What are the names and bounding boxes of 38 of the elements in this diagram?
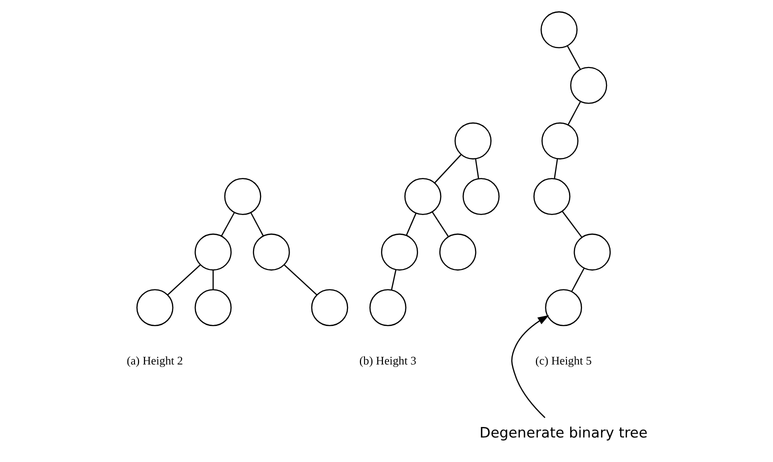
label: (b) Height 3 — [358, 354, 416, 368]
node-circle — [380, 234, 418, 271]
connector — [434, 154, 462, 184]
label: (a) Height 2 — [126, 354, 183, 368]
label: (c) Height 5 — [534, 354, 592, 368]
connector — [212, 270, 214, 290]
connector — [405, 213, 416, 236]
connector — [561, 210, 582, 238]
connector — [474, 158, 479, 179]
connector — [570, 268, 584, 292]
connector — [283, 264, 317, 296]
node-text: Degenerate binary tree — [479, 425, 648, 442]
node-circle — [454, 122, 492, 160]
node-circle — [573, 234, 610, 271]
node-circle — [252, 234, 290, 271]
connector — [250, 212, 264, 236]
node-circle — [194, 234, 232, 271]
node-circle — [224, 178, 261, 215]
node-circle — [532, 178, 570, 215]
node-circle — [194, 289, 232, 326]
node-circle — [368, 289, 406, 326]
node-circle — [540, 11, 578, 48]
node-circle — [310, 289, 348, 326]
node-circle — [570, 66, 607, 104]
arrow — [510, 315, 549, 418]
connector — [220, 212, 234, 236]
node-circle — [540, 122, 578, 160]
connector — [566, 46, 580, 70]
connector — [431, 211, 448, 238]
node-circle — [136, 289, 173, 326]
node-circle — [544, 289, 582, 326]
connector — [390, 270, 396, 290]
connector — [553, 158, 558, 179]
connector — [567, 101, 581, 126]
connector — [166, 264, 200, 296]
node-circle — [438, 234, 476, 271]
node-circle — [404, 178, 441, 215]
node-circle — [462, 178, 500, 215]
